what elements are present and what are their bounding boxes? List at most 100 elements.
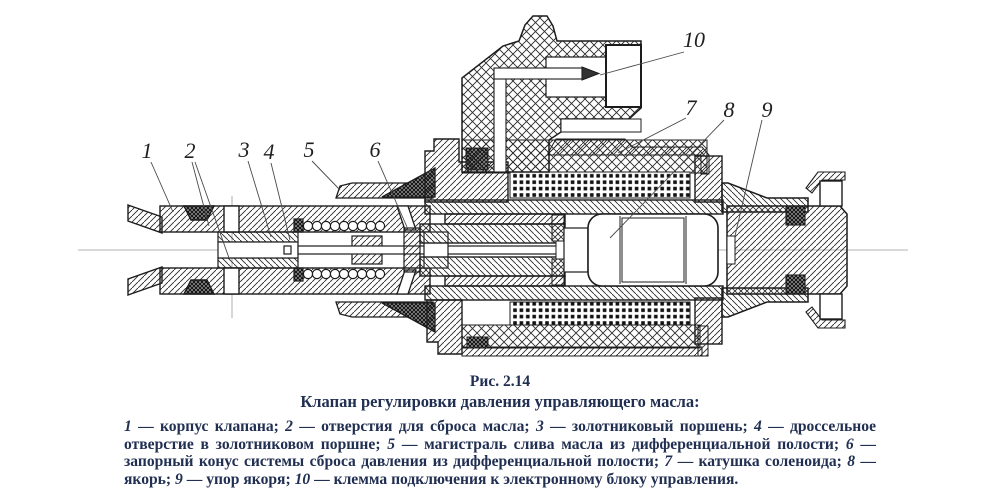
- callouts: 1 2 3 4 5 6 7 8 9 10: [142, 27, 773, 164]
- figure-caption: Рис. 2.14: [469, 373, 531, 390]
- electrical-connector: [461, 15, 642, 173]
- leader-lines: [150, 51, 763, 259]
- callout-7: 7: [686, 95, 698, 120]
- coil-cover-right-wrap: [697, 325, 709, 357]
- armature-stop: [721, 171, 848, 329]
- end-cap-recess: [726, 235, 736, 265]
- legend-num-5: 5: [387, 435, 396, 453]
- legend-num-10: 10: [294, 470, 311, 488]
- funnel-top: [127, 204, 163, 234]
- terminal-blade: [493, 67, 583, 80]
- rod-coupling: [555, 240, 565, 260]
- leader-6: [377, 160, 408, 228]
- spool-sleeve-bottom: [217, 257, 299, 269]
- figure-title: Клапан регулировки давления управляющего…: [300, 392, 700, 411]
- mount-ear-top: [805, 171, 846, 194]
- end-seal-top: [785, 205, 806, 226]
- callout-5: 5: [304, 137, 315, 162]
- terminal-lead: [493, 69, 507, 173]
- legend-desc-5: — магистраль слива масла из дифференциал…: [395, 435, 846, 453]
- coil-cover-bottom: [461, 346, 703, 357]
- end-seal-bottom: [785, 274, 806, 295]
- leader-4: [270, 162, 291, 241]
- end-tube-top: [721, 182, 809, 213]
- armature: [551, 213, 719, 287]
- armature-cylinder: [587, 213, 719, 287]
- coil-winding-bottom: [509, 301, 691, 326]
- legend-desc-3: — золотниковый поршень;: [543, 418, 754, 435]
- legend-desc-10: — клемма подключения к электронному блок…: [310, 470, 739, 488]
- leader-3: [247, 160, 272, 238]
- connector-seal-bottom: [466, 336, 489, 349]
- coil-winding-top: [509, 171, 691, 199]
- callout-8: 8: [724, 97, 735, 122]
- leader-1: [150, 161, 174, 213]
- pole-core-top: [419, 223, 566, 244]
- spring-seat-top: [293, 218, 304, 233]
- return-spring: [293, 218, 386, 282]
- oil-drain-hole-top: [223, 205, 240, 233]
- connector-socket: [605, 44, 642, 108]
- leader-9: [734, 119, 763, 237]
- end-tube-bottom: [721, 287, 809, 318]
- spring-seat-bottom: [293, 267, 304, 282]
- legend-desc-6: — запорный конус системы сброса давления…: [124, 435, 876, 471]
- callout-9: 9: [762, 97, 773, 122]
- connector-slot: [560, 118, 642, 133]
- inner-tube-top: [444, 213, 566, 225]
- legend-num-8: 8: [847, 453, 856, 471]
- armature-nose: [563, 227, 589, 273]
- callout-4: 4: [264, 139, 275, 164]
- valve-cross-section-diagram: 1 2 3 4 5 6 7 8 9 10: [78, 15, 908, 357]
- callout-6: 6: [370, 137, 381, 162]
- armature-guide-bottom: [551, 258, 565, 286]
- oil-drain-hole-bottom: [223, 267, 240, 295]
- armature-core-section: [621, 217, 685, 283]
- leader-2a: [191, 161, 210, 227]
- legend-desc-4: — дроссельное отверстие в золотниковом п…: [124, 418, 876, 453]
- shell-band-top: [424, 199, 724, 215]
- leader-5: [311, 160, 341, 191]
- armature-guide-top: [551, 214, 565, 242]
- drain-gallery: [335, 166, 436, 334]
- callout-2: 2: [185, 138, 196, 163]
- inner-tube-bottom: [444, 275, 566, 287]
- mount-slot-top: [819, 180, 843, 207]
- legend-num-7: 7: [664, 453, 673, 471]
- figure-legend: 1 — корпус клапана; 2 — отверстия для сб…: [124, 418, 876, 488]
- leader-7: [617, 117, 687, 154]
- terminal-pin-tip: [581, 66, 601, 81]
- legend-desc-8: — якорь;: [124, 453, 876, 488]
- callout-3: 3: [238, 137, 250, 162]
- body-seal-bottom: [182, 279, 216, 295]
- throttle-orifice: [283, 245, 292, 255]
- callout-1: 1: [142, 138, 153, 163]
- legend-num-6: 6: [845, 435, 854, 453]
- funnel-bottom: [127, 266, 163, 296]
- legend-num-1: 1: [124, 418, 132, 435]
- legend-num-3: 3: [535, 418, 544, 435]
- legend-desc-2: — отверстия для сброса масла;: [292, 418, 536, 435]
- legend-num-9: 9: [175, 470, 183, 488]
- spring-coils-top: [302, 220, 386, 232]
- legend-num-4: 4: [754, 418, 762, 435]
- leader-8: [609, 119, 725, 239]
- spool-piston: [217, 231, 299, 269]
- spool-sleeve-top: [217, 231, 299, 243]
- spring-coils-bottom: [302, 268, 386, 280]
- pole-core-bottom: [419, 256, 566, 277]
- callout-10: 10: [683, 27, 705, 52]
- front-flange-bottom: [426, 299, 463, 355]
- bobbin-bottom: [461, 324, 701, 349]
- cone-body: [403, 227, 421, 273]
- coil-cover-top: [547, 138, 710, 175]
- legend-num-2: 2: [285, 418, 293, 435]
- inlet-funnel: [127, 204, 163, 296]
- legend-desc-1: — корпус клапана;: [131, 418, 286, 435]
- legend-desc-9: — упор якоря;: [182, 470, 295, 488]
- mount-slot-bottom: [819, 293, 843, 320]
- leader-2b: [194, 161, 230, 259]
- mount-ear-bottom: [805, 306, 846, 329]
- leader-10: [599, 51, 685, 76]
